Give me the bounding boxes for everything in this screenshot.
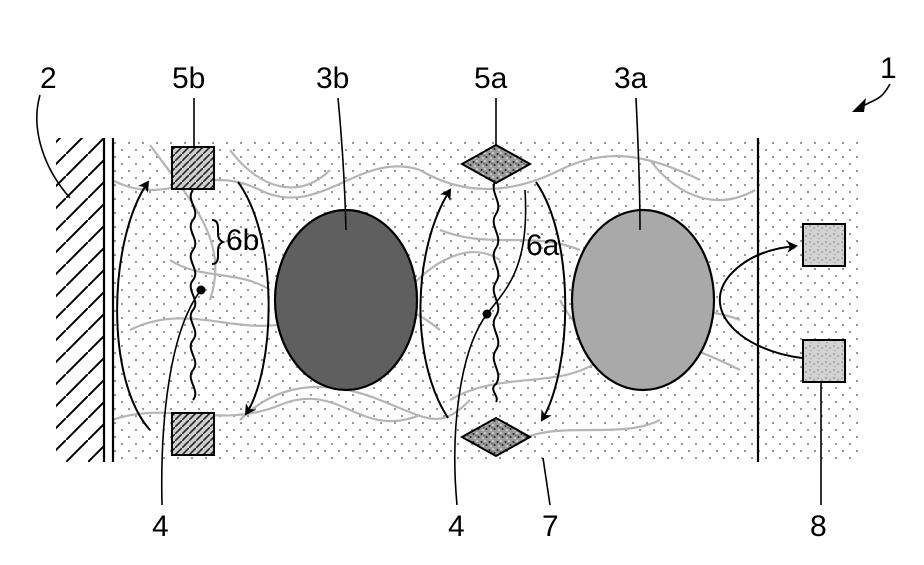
group-5b-bottom: [172, 413, 214, 455]
label-5a: 5a: [474, 62, 508, 95]
matrix-background: [112, 138, 858, 462]
leader-1-arrowhead: [852, 98, 866, 112]
wall-hatch: [56, 138, 104, 462]
label-3a: 3a: [614, 62, 648, 95]
label-6b: 6b: [226, 224, 259, 257]
released-species-top: [803, 224, 845, 266]
label-2: 2: [40, 62, 57, 95]
label-8: 8: [810, 510, 827, 543]
label-1: 1: [880, 52, 897, 85]
label-5b: 5b: [172, 62, 205, 95]
label-4-right: 4: [448, 510, 465, 543]
label-3b: 3b: [316, 62, 349, 95]
leader-7: [543, 458, 550, 505]
particle-3a: [572, 210, 714, 390]
label-4-left: 4: [152, 510, 169, 543]
label-7: 7: [542, 510, 559, 543]
group-5b-top: [172, 147, 214, 189]
released-species-bottom: [803, 340, 845, 382]
label-6a: 6a: [526, 229, 560, 262]
particle-3b: [275, 210, 417, 390]
